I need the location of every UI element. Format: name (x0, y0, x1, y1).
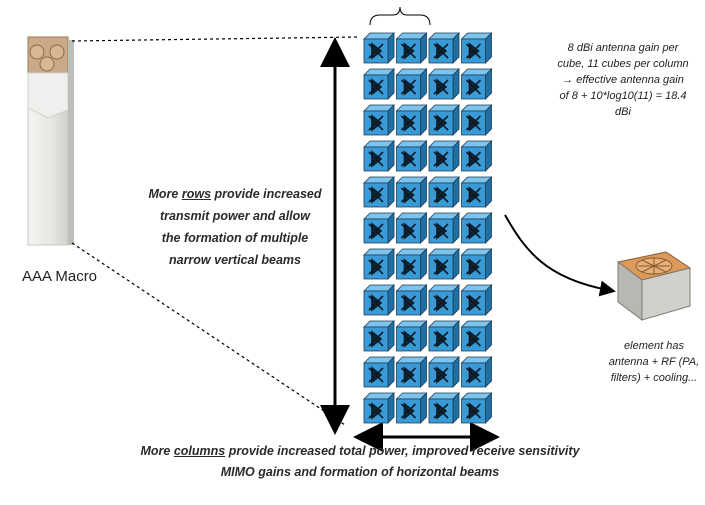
antenna-cube (395, 68, 428, 100)
antenna-cube (460, 356, 493, 388)
rows-description-line-3: the formation of multiple (161, 231, 309, 245)
gain-note-line-1: 8 dBi antenna gain per (567, 42, 679, 54)
antenna-cube (363, 176, 395, 208)
aaa-macro-label: AAA Macro (22, 268, 98, 285)
element-note-line-2: antenna + RF (PA, (608, 356, 700, 368)
antenna-cube (363, 392, 395, 424)
antenna-cube (363, 212, 395, 244)
antenna-cube (363, 320, 395, 352)
perspective-line-bottom (71, 242, 346, 426)
antenna-cube (395, 392, 428, 424)
antenna-cube (428, 392, 460, 424)
antenna-cube (363, 104, 395, 136)
antenna-cube (428, 212, 460, 244)
antenna-cube (363, 356, 395, 388)
rows-description-line-1: More rows provide increased (148, 187, 322, 201)
antenna-cube (460, 140, 493, 172)
antenna-element-cube (616, 251, 692, 321)
antenna-cube (428, 356, 460, 388)
column-brace (369, 6, 431, 26)
columns-description: More columns provide increased total pow… (130, 441, 590, 483)
element-note-line-1: element has (624, 340, 684, 352)
gain-note-line-3: → effective antenna gain (562, 74, 684, 86)
antenna-cube (460, 320, 493, 352)
antenna-cube (363, 32, 395, 64)
antenna-cube (363, 248, 395, 280)
antenna-cube (460, 68, 493, 100)
antenna-cube (363, 140, 395, 172)
rows-description-line-2: transmit power and allow (159, 209, 311, 223)
element-description-note: element has antenna + RF (PA, filters) +… (606, 338, 702, 386)
antenna-cube (395, 140, 428, 172)
element-note-line-3: filters) + cooling... (610, 372, 698, 384)
antenna-cube (428, 320, 460, 352)
antenna-cube (460, 284, 493, 316)
antenna-cube (428, 248, 460, 280)
columns-description-line-1: More columns provide increased total pow… (140, 444, 580, 458)
antenna-cube (428, 32, 460, 64)
aaa-macro-unit (27, 36, 74, 246)
gain-note-line-4: of 8 + 10*log10(11) = 18.4 (559, 90, 687, 102)
antenna-cube (428, 104, 460, 136)
antenna-cube (428, 284, 460, 316)
antenna-cube (395, 320, 428, 352)
antenna-cube (460, 104, 493, 136)
gain-note-line-2: cube, 11 cubes per column (557, 58, 689, 70)
antenna-cube (460, 176, 493, 208)
antenna-cube (395, 248, 428, 280)
antenna-cube (428, 176, 460, 208)
antenna-cube (460, 212, 493, 244)
antenna-cube (395, 284, 428, 316)
antenna-cube (363, 68, 395, 100)
antenna-cube (428, 68, 460, 100)
element-pointer-arrow (504, 214, 616, 297)
antenna-cube (395, 104, 428, 136)
antenna-cube-grid (363, 32, 493, 424)
columns-description-line-2: MIMO gains and formation of horizontal b… (220, 465, 500, 479)
gain-note-line-5: dBi (615, 106, 631, 118)
rows-description-line-4: narrow vertical beams (168, 253, 301, 267)
antenna-cube (395, 176, 428, 208)
antenna-cube (460, 248, 493, 280)
antenna-gain-note: 8 dBi antenna gain per cube, 11 cubes pe… (548, 40, 698, 120)
antenna-cube (395, 356, 428, 388)
antenna-cube (363, 284, 395, 316)
antenna-cube (395, 32, 428, 64)
antenna-cube (460, 32, 493, 64)
antenna-cube (428, 140, 460, 172)
rows-description: More rows provide increased transmit pow… (135, 183, 335, 271)
antenna-cube (395, 212, 428, 244)
perspective-line-top (71, 36, 359, 42)
antenna-cube (460, 392, 493, 424)
